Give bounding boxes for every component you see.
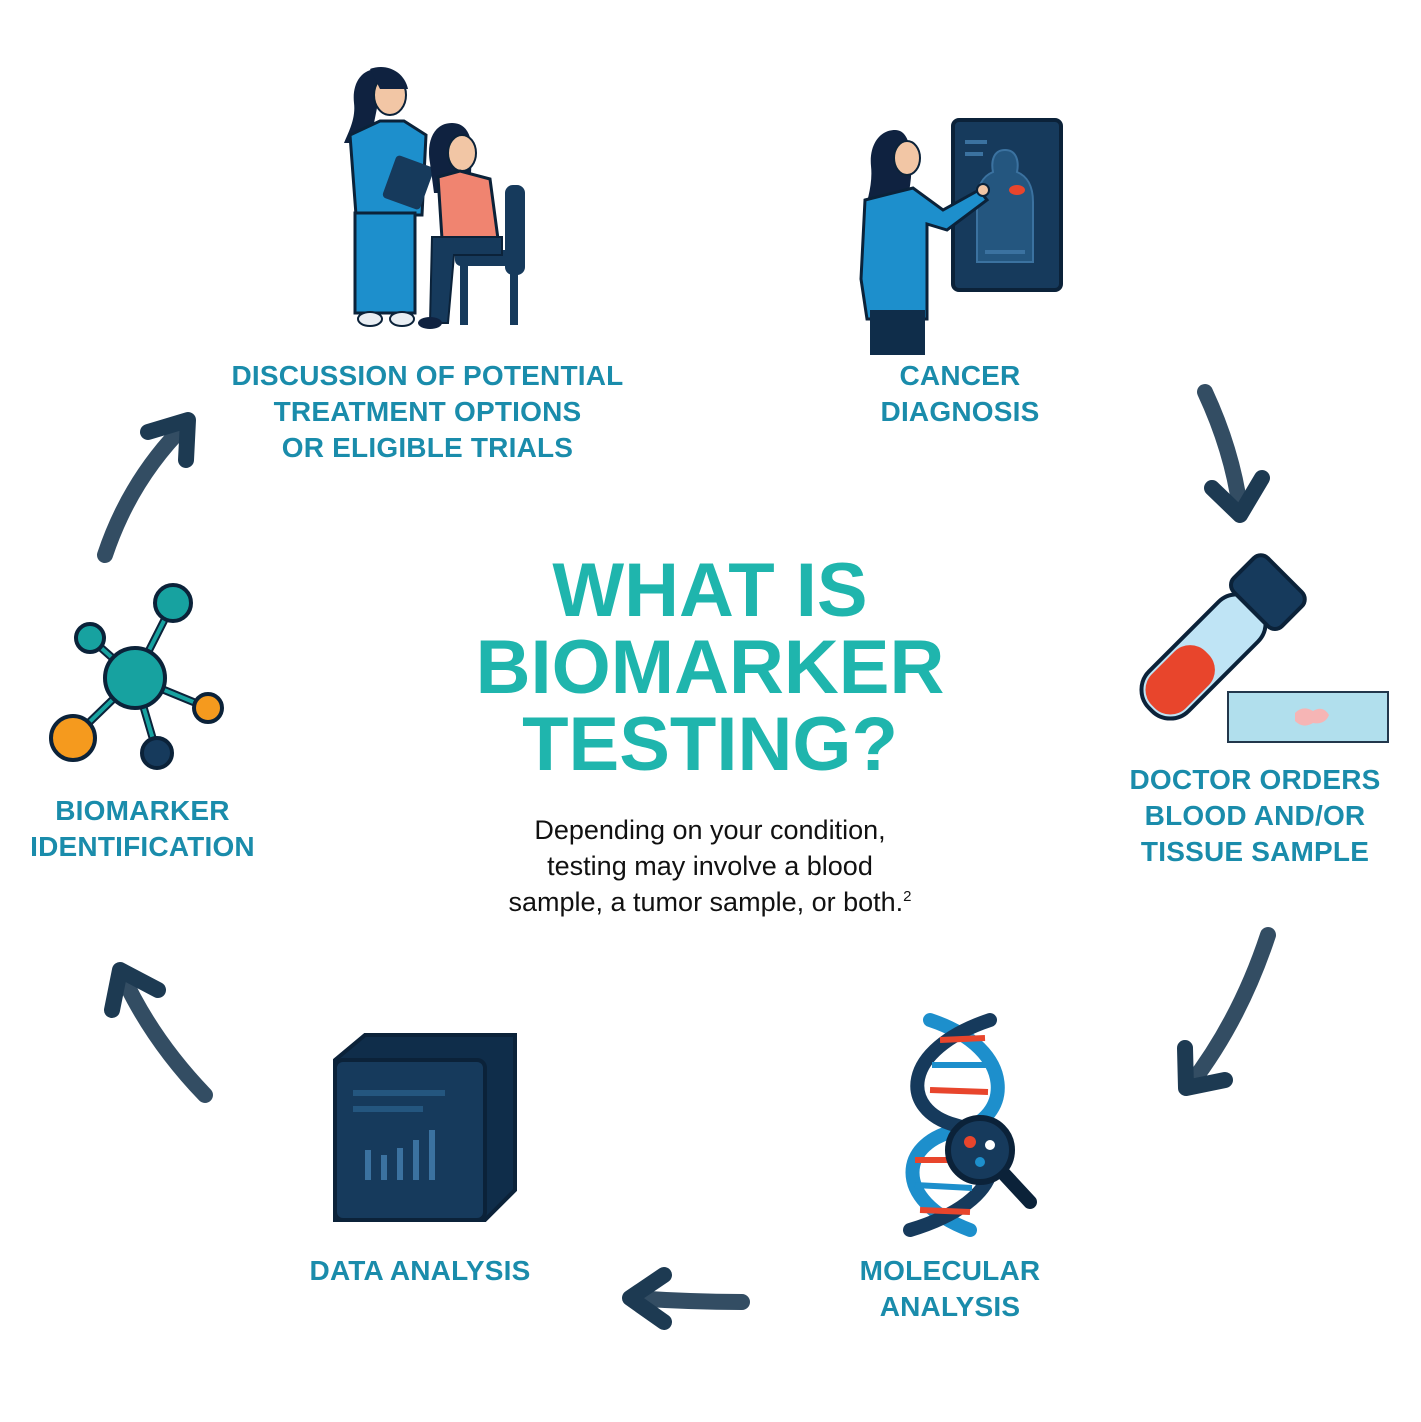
doctor-xray-icon bbox=[859, 118, 1063, 355]
description-line: Depending on your condition, bbox=[534, 815, 886, 845]
title-line: TESTING? bbox=[522, 702, 898, 787]
arrow-4 bbox=[104, 962, 213, 1103]
data-server-icon bbox=[333, 1033, 517, 1222]
arrow-2 bbox=[1177, 927, 1276, 1096]
main-title: WHAT IS BIOMARKER TESTING? bbox=[430, 552, 990, 783]
title-line: WHAT IS bbox=[552, 548, 868, 633]
arrow-5 bbox=[97, 412, 196, 563]
title-line: BIOMARKER bbox=[475, 625, 945, 710]
description: Depending on your condition, testing may… bbox=[460, 812, 960, 920]
dna-magnifier-icon bbox=[903, 1013, 1037, 1237]
nurse-patient-icon bbox=[344, 67, 525, 329]
description-line: sample, a tumor sample, or both.2 bbox=[508, 887, 912, 917]
step-label-data-analysis: DATA ANALYSIS bbox=[309, 1255, 531, 1286]
description-line: testing may involve a blood bbox=[547, 851, 873, 881]
blood-tube-slide-icon bbox=[1139, 553, 1389, 743]
arrow-3 bbox=[622, 1267, 750, 1330]
arrow-1 bbox=[1197, 384, 1270, 523]
footnote-marker: 2 bbox=[903, 888, 912, 905]
molecule-network-icon bbox=[49, 583, 224, 770]
